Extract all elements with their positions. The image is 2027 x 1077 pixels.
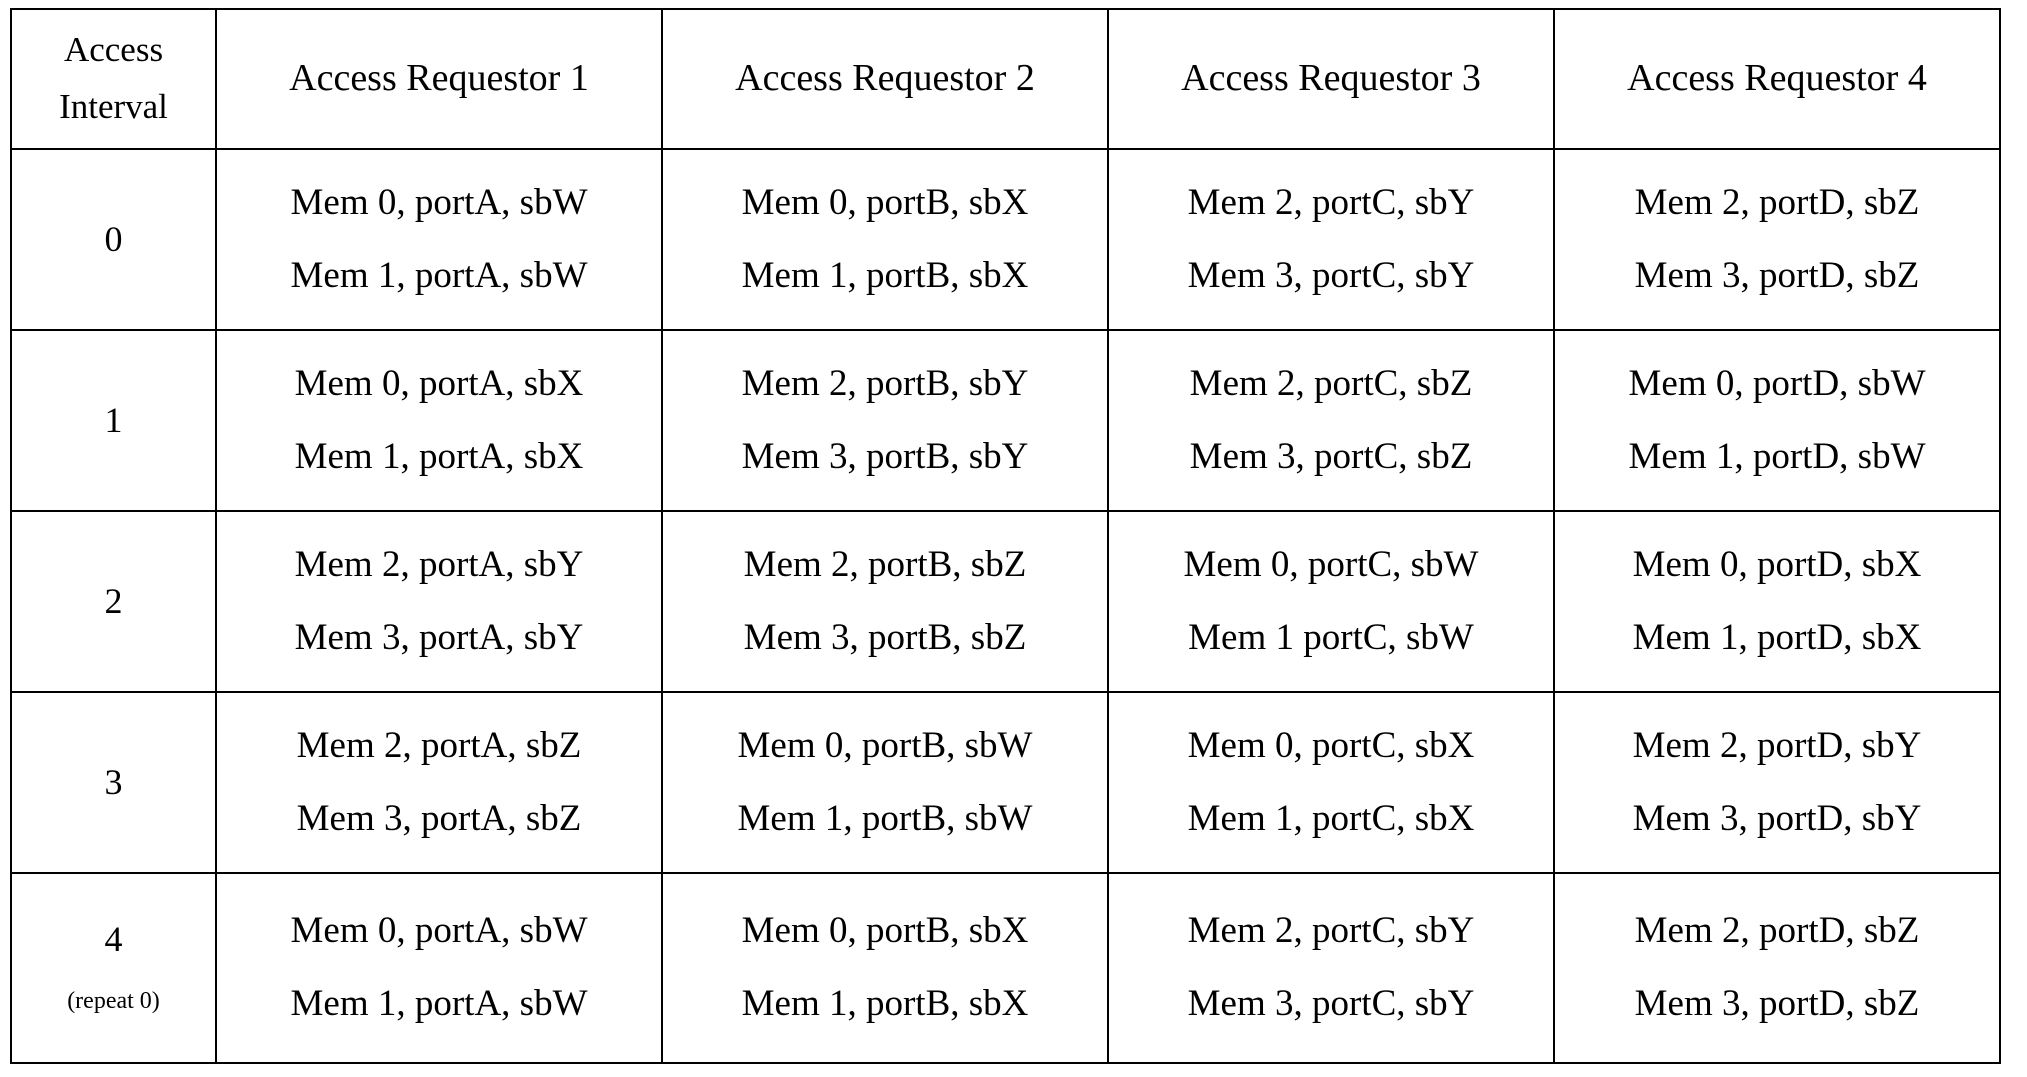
schedule-entry: Mem 3, portB, sbY bbox=[741, 435, 1029, 477]
requestor-3-cell: Mem 2, portC, sbY Mem 3, portC, sbY bbox=[1107, 872, 1555, 1064]
schedule-entry: Mem 0, portD, sbW bbox=[1628, 362, 1926, 404]
column-header-access-requestor-1: Access Requestor 1 bbox=[215, 8, 663, 150]
schedule-entry: Mem 2, portB, sbY bbox=[741, 362, 1029, 404]
requestor-1-cell: Mem 0, portA, sbW Mem 1, portA, sbW bbox=[215, 148, 663, 331]
interval-number: 4 bbox=[104, 918, 123, 959]
interval-number: 2 bbox=[104, 580, 123, 621]
schedule-entry: Mem 2, portD, sbY bbox=[1632, 724, 1922, 766]
requestor-3-cell: Mem 2, portC, sbZ Mem 3, portC, sbZ bbox=[1107, 329, 1555, 512]
interval-cell: 3 bbox=[10, 691, 217, 874]
schedule-entry: Mem 2, portA, sbZ bbox=[296, 724, 582, 766]
schedule-entry: Mem 2, portC, sbY bbox=[1187, 181, 1475, 223]
table-row: 4 (repeat 0) Mem 0, portA, sbW Mem 1, po… bbox=[10, 872, 2001, 1064]
requestor-4-cell: Mem 2, portD, sbZ Mem 3, portD, sbZ bbox=[1553, 148, 2001, 331]
requestor-4-cell: Mem 0, portD, sbX Mem 1, portD, sbX bbox=[1553, 510, 2001, 693]
schedule-entry: Mem 3, portB, sbZ bbox=[743, 616, 1027, 658]
schedule-entry: Mem 3, portD, sbZ bbox=[1634, 983, 1920, 1024]
schedule-entry: Mem 2, portA, sbY bbox=[294, 543, 584, 585]
schedule-entry: Mem 1, portB, sbX bbox=[741, 983, 1029, 1024]
requestor-4-cell: Mem 2, portD, sbZ Mem 3, portD, sbZ bbox=[1553, 872, 2001, 1064]
interval-cell: 4 (repeat 0) bbox=[10, 872, 217, 1064]
requestor-1-cell: Mem 2, portA, sbY Mem 3, portA, sbY bbox=[215, 510, 663, 693]
requestor-3-cell: Mem 0, portC, sbW Mem 1 portC, sbW bbox=[1107, 510, 1555, 693]
schedule-entry: Mem 0, portC, sbW bbox=[1183, 543, 1479, 585]
schedule-entry: Mem 2, portC, sbZ bbox=[1189, 362, 1473, 404]
interval-cell: 2 bbox=[10, 510, 217, 693]
schedule-entry: Mem 1, portC, sbX bbox=[1187, 797, 1475, 839]
schedule-entry: Mem 3, portA, sbY bbox=[294, 616, 584, 658]
schedule-entry: Mem 3, portD, sbZ bbox=[1634, 254, 1920, 296]
table-row: 1 Mem 0, portA, sbX Mem 1, portA, sbX Me… bbox=[10, 329, 2001, 512]
schedule-entry: Mem 1, portD, sbX bbox=[1632, 616, 1922, 658]
table-row: 2 Mem 2, portA, sbY Mem 3, portA, sbY Me… bbox=[10, 510, 2001, 693]
requestor-2-cell: Mem 2, portB, sbY Mem 3, portB, sbY bbox=[661, 329, 1109, 512]
schedule-entry: Mem 0, portD, sbX bbox=[1632, 543, 1922, 585]
table-row: 0 Mem 0, portA, sbW Mem 1, portA, sbW Me… bbox=[10, 148, 2001, 331]
column-header-access-requestor-3: Access Requestor 3 bbox=[1107, 8, 1555, 150]
requestor-2-cell: Mem 0, portB, sbX Mem 1, portB, sbX bbox=[661, 148, 1109, 331]
schedule-entry: Mem 2, portD, sbZ bbox=[1634, 910, 1920, 952]
schedule-entry: Mem 2, portB, sbZ bbox=[743, 543, 1027, 585]
schedule-entry: Mem 2, portC, sbY bbox=[1187, 910, 1475, 952]
interval-cell: 0 bbox=[10, 148, 217, 331]
interval-number: 1 bbox=[104, 399, 123, 440]
schedule-entry: Mem 0, portA, sbW bbox=[290, 910, 588, 952]
interval-number: 0 bbox=[104, 218, 123, 259]
requestor-3-cell: Mem 2, portC, sbY Mem 3, portC, sbY bbox=[1107, 148, 1555, 331]
requestor-1-cell: Mem 0, portA, sbW Mem 1, portA, sbW bbox=[215, 872, 663, 1064]
schedule-entry: Mem 1 portC, sbW bbox=[1188, 616, 1474, 658]
schedule-entry: Mem 3, portC, sbY bbox=[1187, 254, 1475, 296]
requestor-2-cell: Mem 0, portB, sbX Mem 1, portB, sbX bbox=[661, 872, 1109, 1064]
schedule-entry: Mem 0, portB, sbX bbox=[741, 910, 1029, 952]
interval-repeat-note: (repeat 0) bbox=[67, 988, 160, 1015]
requestor-4-cell: Mem 2, portD, sbY Mem 3, portD, sbY bbox=[1553, 691, 2001, 874]
schedule-entry: Mem 2, portD, sbZ bbox=[1634, 181, 1920, 223]
requestor-3-cell: Mem 0, portC, sbX Mem 1, portC, sbX bbox=[1107, 691, 1555, 874]
schedule-entry: Mem 1, portA, sbW bbox=[290, 254, 588, 296]
schedule-entry: Mem 0, portB, sbW bbox=[737, 724, 1033, 766]
schedule-entry: Mem 3, portA, sbZ bbox=[296, 797, 582, 839]
schedule-entry: Mem 3, portC, sbZ bbox=[1189, 435, 1473, 477]
requestor-4-cell: Mem 0, portD, sbW Mem 1, portD, sbW bbox=[1553, 329, 2001, 512]
requestor-2-cell: Mem 0, portB, sbW Mem 1, portB, sbW bbox=[661, 691, 1109, 874]
schedule-entry: Mem 1, portA, sbX bbox=[294, 435, 584, 477]
table-row: 3 Mem 2, portA, sbZ Mem 3, portA, sbZ Me… bbox=[10, 691, 2001, 874]
column-header-access-requestor-2: Access Requestor 2 bbox=[661, 8, 1109, 150]
schedule-entry: Mem 0, portB, sbX bbox=[741, 181, 1029, 223]
requestor-2-cell: Mem 2, portB, sbZ Mem 3, portB, sbZ bbox=[661, 510, 1109, 693]
interval-cell: 1 bbox=[10, 329, 217, 512]
schedule-entry: Mem 0, portA, sbX bbox=[294, 362, 584, 404]
requestor-1-cell: Mem 0, portA, sbX Mem 1, portA, sbX bbox=[215, 329, 663, 512]
access-schedule-table: Access Interval Access Requestor 1 Acces… bbox=[10, 8, 2001, 1064]
schedule-entry: Mem 1, portB, sbX bbox=[741, 254, 1029, 296]
column-header-access-requestor-4: Access Requestor 4 bbox=[1553, 8, 2001, 150]
table-header: Access Interval Access Requestor 1 Acces… bbox=[10, 8, 2001, 150]
column-header-access-interval-line2: Interval bbox=[59, 87, 168, 126]
schedule-entry: Mem 0, portC, sbX bbox=[1187, 724, 1475, 766]
schedule-entry: Mem 1, portD, sbW bbox=[1628, 435, 1926, 477]
schedule-entry: Mem 3, portD, sbY bbox=[1632, 797, 1922, 839]
requestor-1-cell: Mem 2, portA, sbZ Mem 3, portA, sbZ bbox=[215, 691, 663, 874]
column-header-access-interval: Access Interval bbox=[10, 8, 217, 150]
header-row: Access Interval Access Requestor 1 Acces… bbox=[10, 8, 2001, 150]
table-body: 0 Mem 0, portA, sbW Mem 1, portA, sbW Me… bbox=[10, 148, 2001, 1064]
column-header-access-interval-line1: Access bbox=[63, 30, 164, 70]
schedule-entry: Mem 3, portC, sbY bbox=[1187, 983, 1475, 1024]
schedule-entry: Mem 1, portA, sbW bbox=[290, 983, 588, 1024]
schedule-entry: Mem 1, portB, sbW bbox=[737, 797, 1033, 839]
schedule-entry: Mem 0, portA, sbW bbox=[290, 181, 588, 223]
interval-number: 3 bbox=[104, 761, 123, 802]
